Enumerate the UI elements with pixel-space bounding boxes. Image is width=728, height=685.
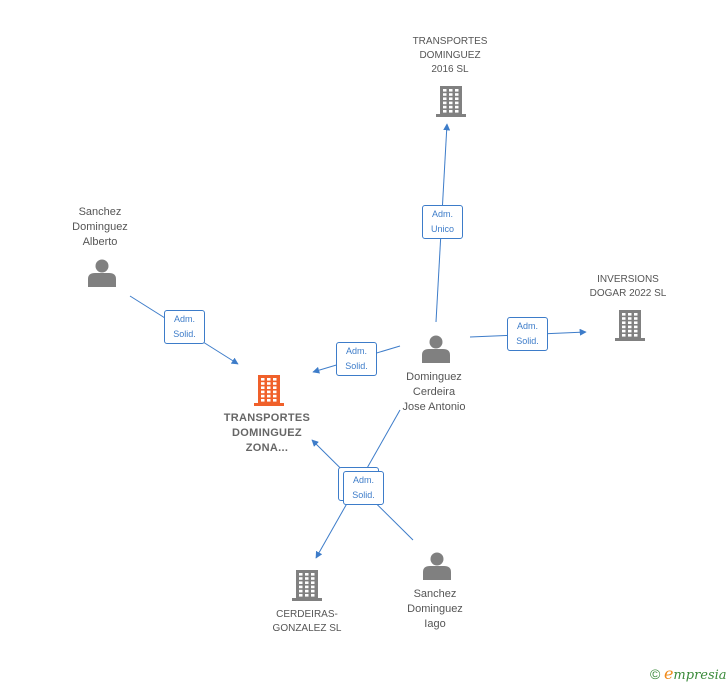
building-icon-transportes_2016[interactable] xyxy=(436,86,466,117)
person-icon-sanchez_iago[interactable] xyxy=(423,552,451,581)
empresia-watermark[interactable]: © empresia xyxy=(650,664,727,683)
node-label-dominguez_jose[interactable]: Dominguez Cerdeira Jose Antonio xyxy=(402,371,466,413)
edge-label-sanchez_alberto-to-transportes_zona[interactable]: Adm. Solid. xyxy=(164,310,205,344)
edge-label-sanchez_iago-to-transportes_zona[interactable]: Adm. Solid. xyxy=(343,471,384,505)
brand-name: empresia xyxy=(664,664,727,683)
brand-initial: e xyxy=(663,664,674,683)
node-label-transportes_2016[interactable]: TRANSPORTES DOMINGUEZ 2016 SL xyxy=(412,36,488,75)
building-icon-inversions_dogar[interactable] xyxy=(615,310,645,341)
icon-layer xyxy=(88,86,645,601)
node-label-cerdeiras_gonzalez[interactable]: CERDEIRAS- GONZALEZ SL xyxy=(272,609,342,634)
person-icon-dominguez_jose[interactable] xyxy=(422,335,450,364)
edge-label-dominguez_jose-to-transportes_2016[interactable]: Adm. Unico xyxy=(422,205,463,239)
edge-label-dominguez_jose-to-transportes_zona[interactable]: Adm. Solid. xyxy=(336,342,377,376)
node-label-sanchez_iago[interactable]: Sanchez Dominguez Iago xyxy=(407,588,463,630)
copyright-symbol: © xyxy=(650,666,661,682)
edge-label-dominguez_jose-to-inversions_dogar[interactable]: Adm. Solid. xyxy=(507,317,548,351)
node-label-sanchez_alberto[interactable]: Sanchez Dominguez Alberto xyxy=(72,206,128,248)
node-label-transportes_zona[interactable]: TRANSPORTES DOMINGUEZ ZONA... xyxy=(223,412,311,454)
person-icon-sanchez_alberto[interactable] xyxy=(88,259,116,288)
building-icon-transportes_zona[interactable] xyxy=(254,375,284,406)
brand-rest: mpresia xyxy=(673,668,727,683)
building-icon-cerdeiras_gonzalez[interactable] xyxy=(292,570,322,601)
node-label-inversions_dogar[interactable]: INVERSIONS DOGAR 2022 SL xyxy=(589,274,667,299)
